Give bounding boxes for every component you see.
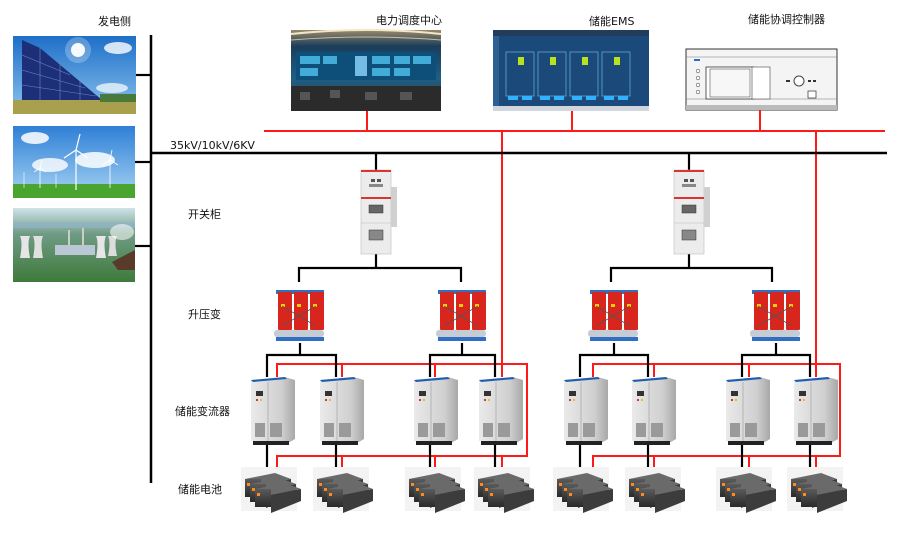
pcs-cabinet: [794, 377, 838, 445]
switchgear-label: 开关柜: [188, 208, 221, 221]
battery-label: 储能电池: [178, 483, 222, 496]
battery-rack: [241, 467, 301, 513]
pcs-cabinet: [726, 377, 770, 445]
bus-voltage-label: 35kV/10kV/6KV: [170, 139, 255, 152]
pcs-cabinet: [479, 377, 523, 445]
battery-rack: [313, 467, 373, 513]
battery-rack: [405, 467, 465, 513]
switchgear-cabinet: [360, 169, 397, 255]
battery-rack: [787, 467, 847, 513]
solar-pv-image: [13, 36, 136, 114]
step-up-transformer: [436, 290, 486, 341]
wind-farm-image: [13, 126, 135, 198]
dispatch-center-image: [290, 29, 442, 111]
transformer-label: 升压变: [188, 308, 221, 321]
battery-rack: [625, 467, 685, 513]
step-up-transformer: [750, 290, 800, 341]
battery-rack: [553, 467, 613, 513]
pcs-cabinet: [564, 377, 608, 445]
communication-network: [264, 110, 885, 467]
ems-screen-image: [493, 30, 649, 111]
generation-side-label: 发电侧: [98, 15, 131, 28]
step-up-transformer: [274, 290, 324, 341]
pcs-label: 储能变流器: [175, 405, 230, 418]
coordination-controller-image: [685, 48, 838, 111]
ems-label: 储能EMS: [589, 15, 635, 28]
battery-rack: [716, 467, 776, 513]
battery-rack: [474, 467, 534, 513]
thermal-plant-image: [13, 208, 135, 282]
dispatch-center-label: 电力调度中心: [376, 14, 442, 27]
power-network: [135, 35, 887, 483]
pcs-cabinet: [632, 377, 676, 445]
switchgear-cabinet: [673, 169, 710, 255]
step-up-transformer: [588, 290, 638, 341]
pcs-cabinet: [251, 377, 295, 445]
pcs-cabinet: [414, 377, 458, 445]
pcs-cabinet: [320, 377, 364, 445]
coordinator-label: 储能协调控制器: [748, 13, 825, 26]
